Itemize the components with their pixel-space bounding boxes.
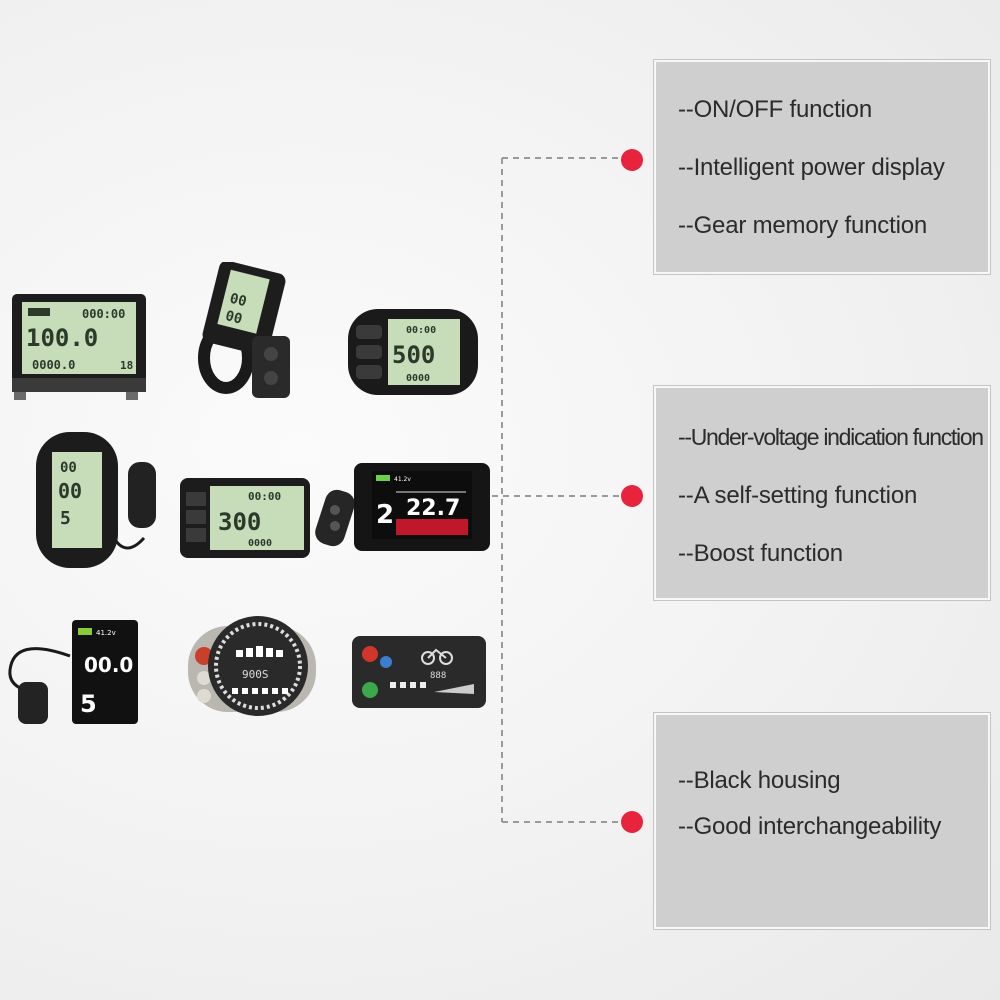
svg-text:300: 300 bbox=[218, 508, 261, 536]
marker-dot-top bbox=[621, 149, 643, 171]
feature-power-display: --Intelligent power display bbox=[678, 154, 945, 181]
svg-text:900S: 900S bbox=[242, 668, 269, 681]
feature-on-off: --ON/OFF function bbox=[678, 96, 872, 123]
svg-text:00: 00 bbox=[224, 308, 244, 328]
svg-text:000:00: 000:00 bbox=[82, 307, 125, 321]
lcd3-display-image: 000:00 100.0 0000.0 18 bbox=[12, 294, 146, 400]
svg-text:5: 5 bbox=[60, 508, 71, 529]
led-panel-image: 888 bbox=[352, 636, 486, 708]
svg-text:41.2v: 41.2v bbox=[96, 629, 116, 637]
feature-under-voltage: --Under-voltage indication function bbox=[678, 424, 984, 450]
feature-black-housing: --Black housing bbox=[678, 767, 841, 794]
feature-gear-memory: --Gear memory function bbox=[678, 212, 928, 239]
small-tft-image: 41.2v 00.0 5 bbox=[8, 620, 138, 724]
rect-lcd-image: 00:00 300 0000 bbox=[180, 478, 355, 558]
feature-interchangeability: --Good interchangeability bbox=[678, 813, 942, 840]
thumb-lcd-image: 00 00 bbox=[198, 262, 290, 398]
svg-text:0000: 0000 bbox=[248, 538, 272, 549]
svg-text:00:00: 00:00 bbox=[406, 325, 436, 336]
svg-text:00: 00 bbox=[58, 479, 82, 503]
svg-text:00.0: 00.0 bbox=[84, 653, 133, 677]
feature-panel-power: --ON/OFF function --Intelligent power di… bbox=[653, 59, 991, 275]
round-led-image: 900S bbox=[188, 616, 316, 716]
svg-text:00:00: 00:00 bbox=[248, 490, 281, 503]
feature-self-setting: --A self-setting function bbox=[678, 482, 918, 509]
feature-panel-settings: --Under-voltage indication function --A … bbox=[653, 385, 991, 601]
svg-text:5: 5 bbox=[80, 690, 97, 718]
marker-dot-bottom bbox=[621, 811, 643, 833]
svg-text:2: 2 bbox=[376, 500, 394, 530]
feature-panel-housing: --Black housing --Good interchangeabilit… bbox=[653, 712, 991, 930]
svg-text:0000: 0000 bbox=[406, 373, 430, 384]
oval-lcd-image: 00:00 500 0000 bbox=[348, 309, 478, 395]
svg-text:500: 500 bbox=[392, 341, 435, 369]
svg-text:0000.0: 0000.0 bbox=[32, 358, 75, 372]
svg-text:888: 888 bbox=[430, 671, 446, 681]
svg-text:22.7: 22.7 bbox=[406, 496, 460, 521]
color-tft-image: 41.2v 2 22.7 bbox=[354, 463, 490, 551]
svg-text:41.2v: 41.2v bbox=[394, 476, 411, 483]
vertical-lcd-image: 00 00 5 bbox=[36, 432, 156, 568]
marker-dot-middle bbox=[621, 485, 643, 507]
svg-text:00: 00 bbox=[60, 460, 77, 476]
feature-boost: --Boost function bbox=[678, 540, 843, 567]
svg-text:00: 00 bbox=[228, 291, 248, 311]
svg-text:18: 18 bbox=[120, 359, 133, 372]
svg-text:100.0: 100.0 bbox=[26, 324, 98, 352]
